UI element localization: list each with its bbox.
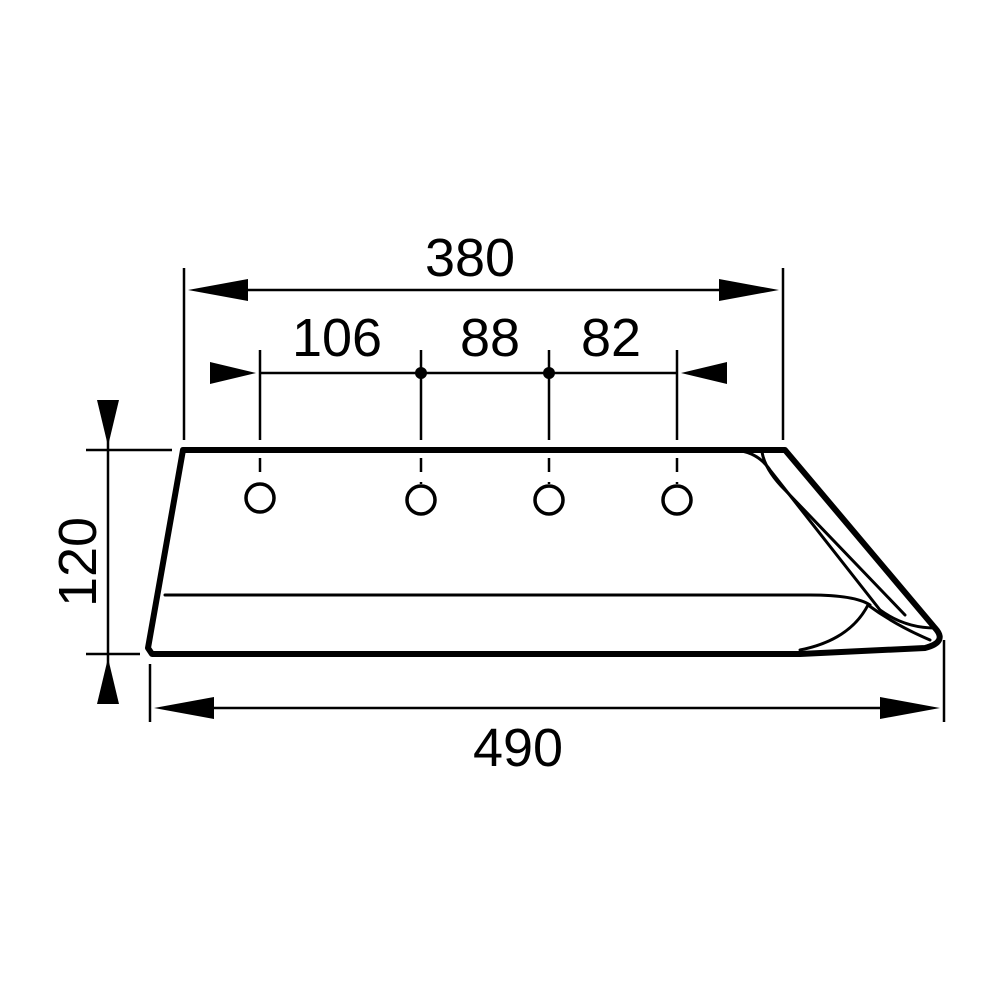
arrow-outside-right <box>681 362 727 384</box>
bolt-hole-1 <box>244 482 276 514</box>
dot-hole-2 <box>415 367 427 379</box>
dimension-490: 490 <box>148 640 946 778</box>
arrow-left-490 <box>154 697 214 719</box>
arrow-left-380 <box>188 279 248 301</box>
bolt-hole-2 <box>405 484 437 516</box>
arrow-right-380 <box>719 279 779 301</box>
tip-bevel-inner <box>760 450 907 617</box>
arrow-outside-left <box>210 362 256 384</box>
label-120: 120 <box>48 517 108 607</box>
arrow-right-490 <box>880 697 940 719</box>
label-380: 380 <box>425 228 515 288</box>
arrow-top-120 <box>97 400 119 446</box>
dimension-hole-spacing: 106 88 82 <box>210 308 727 440</box>
dimension-380: 380 <box>182 228 785 440</box>
plowshare-outline <box>145 447 943 657</box>
label-490: 490 <box>473 718 563 778</box>
bolt-holes <box>244 458 693 516</box>
label-82: 82 <box>581 308 641 368</box>
cutting-edge-line <box>163 593 872 607</box>
arrow-bottom-120 <box>97 658 119 704</box>
bolt-hole-4 <box>661 484 693 516</box>
label-106: 106 <box>292 308 382 368</box>
plowshare-body <box>145 447 943 657</box>
wear-curve <box>798 602 932 652</box>
tip-bevel-edge <box>878 608 937 630</box>
label-88: 88 <box>460 308 520 368</box>
dot-hole-3 <box>543 367 555 379</box>
bolt-hole-3 <box>533 484 565 516</box>
dimension-120: 120 <box>48 400 172 704</box>
